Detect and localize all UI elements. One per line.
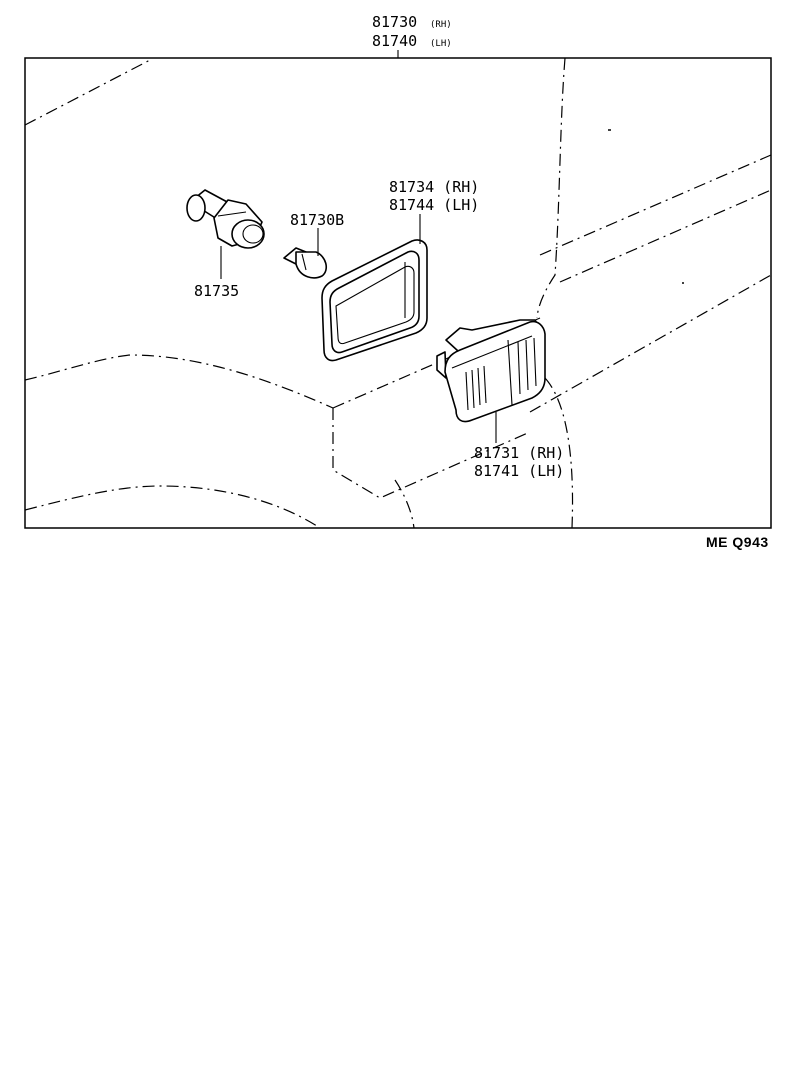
assembly-rh-number: 81730: [372, 13, 417, 31]
lens-ribs: [465, 337, 537, 411]
reference-code: ME Q943: [706, 534, 769, 550]
assembly-lh-number: 81740: [372, 32, 417, 50]
vehicle-body-outline: [24, 57, 772, 529]
gasket-rh-part-number: 81734 (RH): [389, 178, 479, 196]
gasket-81734: [321, 239, 428, 362]
lens-lh-part-number: 81741 (LH): [474, 462, 564, 480]
bulb-part-number: 81730B: [290, 211, 344, 229]
bulb-81730B: [283, 247, 328, 279]
socket-81735: [186, 189, 265, 249]
assembly-label: 81730 (RH) 81740 (LH): [372, 13, 452, 50]
assembly-lh-side: (LH): [430, 39, 452, 49]
gasket-lh-part-number: 81744 (LH): [389, 196, 479, 214]
body-mark-dots: [608, 129, 684, 284]
lens-rh-part-number: 81731 (RH): [474, 444, 564, 462]
assembly-rh-side: (RH): [430, 20, 452, 30]
lens-81731: [436, 319, 546, 423]
socket-part-number: 81735: [194, 282, 239, 300]
